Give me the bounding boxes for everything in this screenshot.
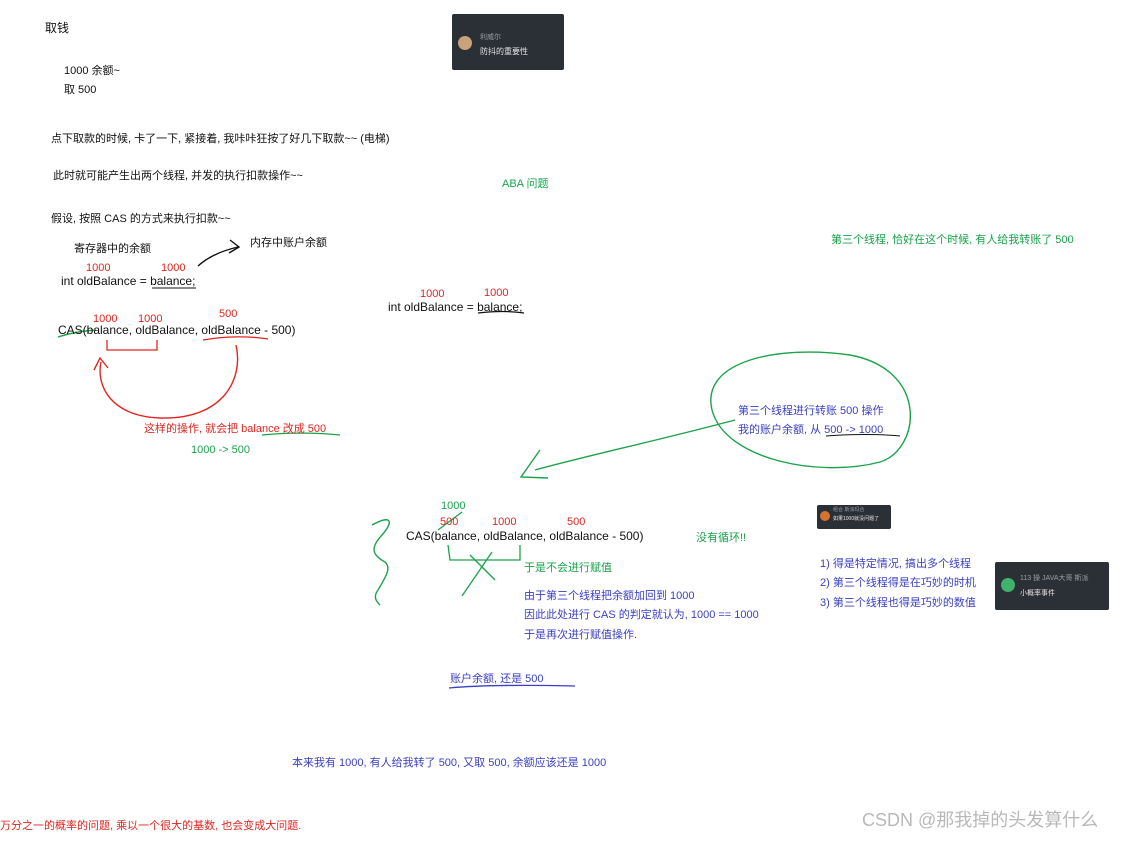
chat-card-small-line2: 如果1000就没问题了: [833, 516, 880, 522]
condition-2: 2) 第三个线程得是在巧妙的时机: [820, 577, 976, 589]
left-cas-red-500: 500: [219, 308, 238, 320]
mid-red-1000-a: 1000: [420, 288, 445, 300]
mid-red-1000-b: 1000: [484, 287, 509, 299]
condition-1: 1) 得是特定情况, 搞出多个线程: [820, 558, 971, 570]
explain-line1: 由于第三个线程把余额加回到 1000: [524, 590, 695, 602]
expected-note: 本来我有 1000, 有人给我转了 500, 又取 500, 余额应该还是 10…: [292, 757, 607, 769]
lower-green-1000: 1000: [441, 500, 466, 512]
note-balance: 1000 余额~: [64, 65, 120, 77]
lower-red-500: 500: [567, 516, 586, 528]
left-cas-red-1000-a: 1000: [93, 313, 118, 325]
csdn-watermark: CSDN @那我掉的头发算什么: [862, 810, 1099, 830]
green-arrowhead: [519, 449, 549, 479]
chat-card-small-line1: 组合 斯派玛合: [833, 507, 865, 513]
lower-struck-500: 500: [440, 516, 459, 528]
chat-card-top: 利威尔 防抖的重要性: [452, 14, 564, 70]
left-result-green: 1000 -> 500: [191, 444, 251, 456]
circle-note-line2: 我的账户余额, 从 500 -> 1000: [738, 424, 884, 436]
lower-red-1000: 1000: [492, 516, 517, 528]
explain-line2: 因此此处进行 CAS 的判定就认为, 1000 == 1000: [524, 609, 759, 621]
left-result-red: 这样的操作, 就会把 balance 改成 500: [144, 423, 327, 435]
mid-assign-line: int oldBalance = balance;: [388, 300, 523, 314]
left-cas-call: CAS(balance, oldBalance, oldBalance - 50…: [58, 323, 296, 337]
black-arrowhead-memory: [228, 239, 241, 254]
red-loop-arrowhead: [93, 356, 109, 371]
left-red-1000-a: 1000: [86, 262, 111, 274]
note-withdraw: 取 500: [64, 84, 97, 96]
avatar: [820, 511, 830, 521]
label-register: 寄存器中的余额: [74, 243, 151, 255]
black-arrow-memory: [197, 246, 239, 267]
chat-card-small: 组合 斯派玛合 如果1000就没问题了: [817, 505, 891, 529]
left-cas-red-1000-b: 1000: [138, 313, 163, 325]
red-bracket-1: [106, 340, 158, 351]
left-assign-prefix: int oldBalance =: [61, 274, 151, 288]
note-threads: 此时就可能产生出两个线程, 并发的执行扣款操作~~: [53, 170, 303, 182]
note-assume: 假设, 按照 CAS 的方式来执行扣款~~: [51, 213, 231, 225]
circle-note-line1: 第三个线程进行转账 500 操作: [738, 405, 884, 417]
no-assign-note: 于是不会进行赋值: [524, 562, 612, 574]
label-memory: 内存中账户余额: [250, 237, 327, 249]
avatar: [1001, 578, 1015, 592]
final-balance-note: 账户余额, 还是 500: [450, 673, 544, 685]
green-bracket: [447, 544, 521, 561]
green-x-1: [469, 554, 496, 581]
left-red-1000-b: 1000: [161, 262, 186, 274]
chat-card-top-subtitle: 防抖的重要性: [480, 47, 528, 56]
condition-3: 3) 第三个线程也得是巧妙的数值: [820, 597, 976, 609]
chat-card-right-line2: 小概率事件: [1020, 590, 1055, 597]
no-loop-note: 没有循环!!: [696, 532, 747, 544]
aba-label: ABA 问题: [502, 178, 549, 190]
chat-card-top-name: 利威尔: [480, 34, 501, 41]
chat-card-right-line1: 113 操 JAVA大哥 斯派: [1020, 575, 1089, 582]
left-assign-suffix: ;: [192, 274, 196, 288]
lower-cas-call: CAS(balance, oldBalance, oldBalance - 50…: [406, 529, 644, 543]
red-loop-arrow: [99, 344, 239, 419]
avatar: [458, 36, 472, 50]
note-scenario: 点下取款的时候, 卡了一下, 紧接着, 我咔咔狂按了好几下取款~~ (电梯): [51, 133, 390, 145]
note-title: 取钱: [45, 21, 70, 35]
left-assign-var: balance: [150, 274, 193, 288]
bottom-red-note: 万分之一的概率的问题, 乘以一个很大的基数, 也会变成大问题.: [0, 820, 302, 832]
green-x-2: [461, 551, 493, 597]
chat-card-right: 113 操 JAVA大哥 斯派 小概率事件: [995, 562, 1109, 610]
explain-line3: 于是再次进行赋值操作.: [524, 629, 638, 641]
third-thread-note: 第三个线程, 恰好在这个时候, 有人给我转账了 500: [831, 234, 1074, 246]
green-arrow: [534, 419, 736, 471]
green-squiggle: [371, 519, 390, 606]
left-assign-line: int oldBalance = balance;: [61, 274, 195, 288]
